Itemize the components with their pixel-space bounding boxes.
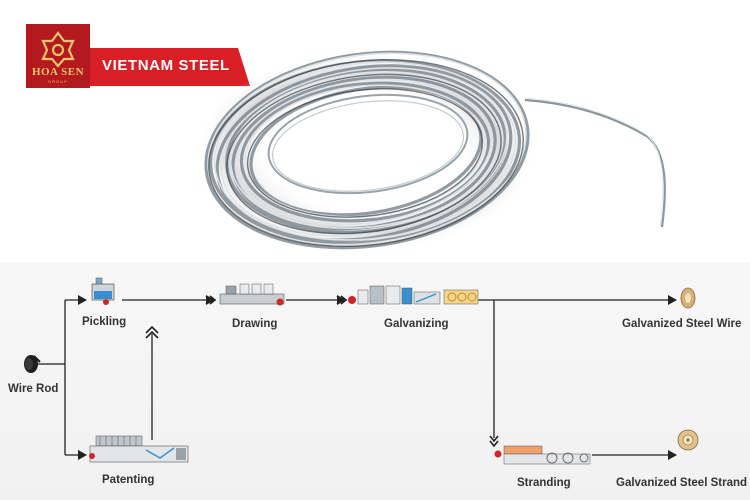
hoa-sen-logo: HOA SEN GROUP bbox=[26, 24, 90, 88]
strand-drum-icon bbox=[677, 429, 699, 451]
patenting-furnace-icon bbox=[89, 435, 189, 463]
label-patenting: Patenting bbox=[102, 474, 155, 486]
logo-subtitle: GROUP bbox=[48, 79, 68, 84]
label-drawing: Drawing bbox=[232, 318, 278, 330]
double-chevron-right-icon bbox=[336, 295, 348, 305]
label-wire-rod: Wire Rod bbox=[8, 383, 59, 395]
stranding-machine-icon bbox=[494, 445, 591, 465]
galvanizing-line-icon bbox=[348, 285, 479, 305]
wire-coil-photo bbox=[195, 50, 666, 252]
wire-spool-icon bbox=[680, 287, 696, 309]
label-galvanized-steel-strand: Galvanized Steel Strand bbox=[616, 477, 748, 489]
label-galvanizing: Galvanizing bbox=[384, 318, 449, 330]
double-chevron-up-icon bbox=[145, 325, 159, 339]
drawing-machine-icon bbox=[219, 283, 285, 306]
pickling-tank-icon bbox=[91, 277, 115, 305]
lotus-emblem-icon bbox=[41, 31, 75, 68]
brand-banner: VIETNAM STEEL bbox=[90, 48, 250, 86]
label-galvanized-steel-wire: Galvanized Steel Wire bbox=[622, 318, 742, 330]
logo-name: HOA SEN bbox=[31, 66, 85, 78]
label-pickling: Pickling bbox=[82, 316, 127, 328]
label-stranding: Stranding bbox=[517, 477, 571, 489]
banner-text: VIETNAM STEEL bbox=[102, 57, 230, 74]
double-chevron-down-icon bbox=[489, 435, 499, 448]
double-chevron-right-icon bbox=[205, 295, 217, 305]
wire-rod-coil-icon bbox=[24, 355, 41, 373]
flow-connectors bbox=[38, 295, 677, 460]
